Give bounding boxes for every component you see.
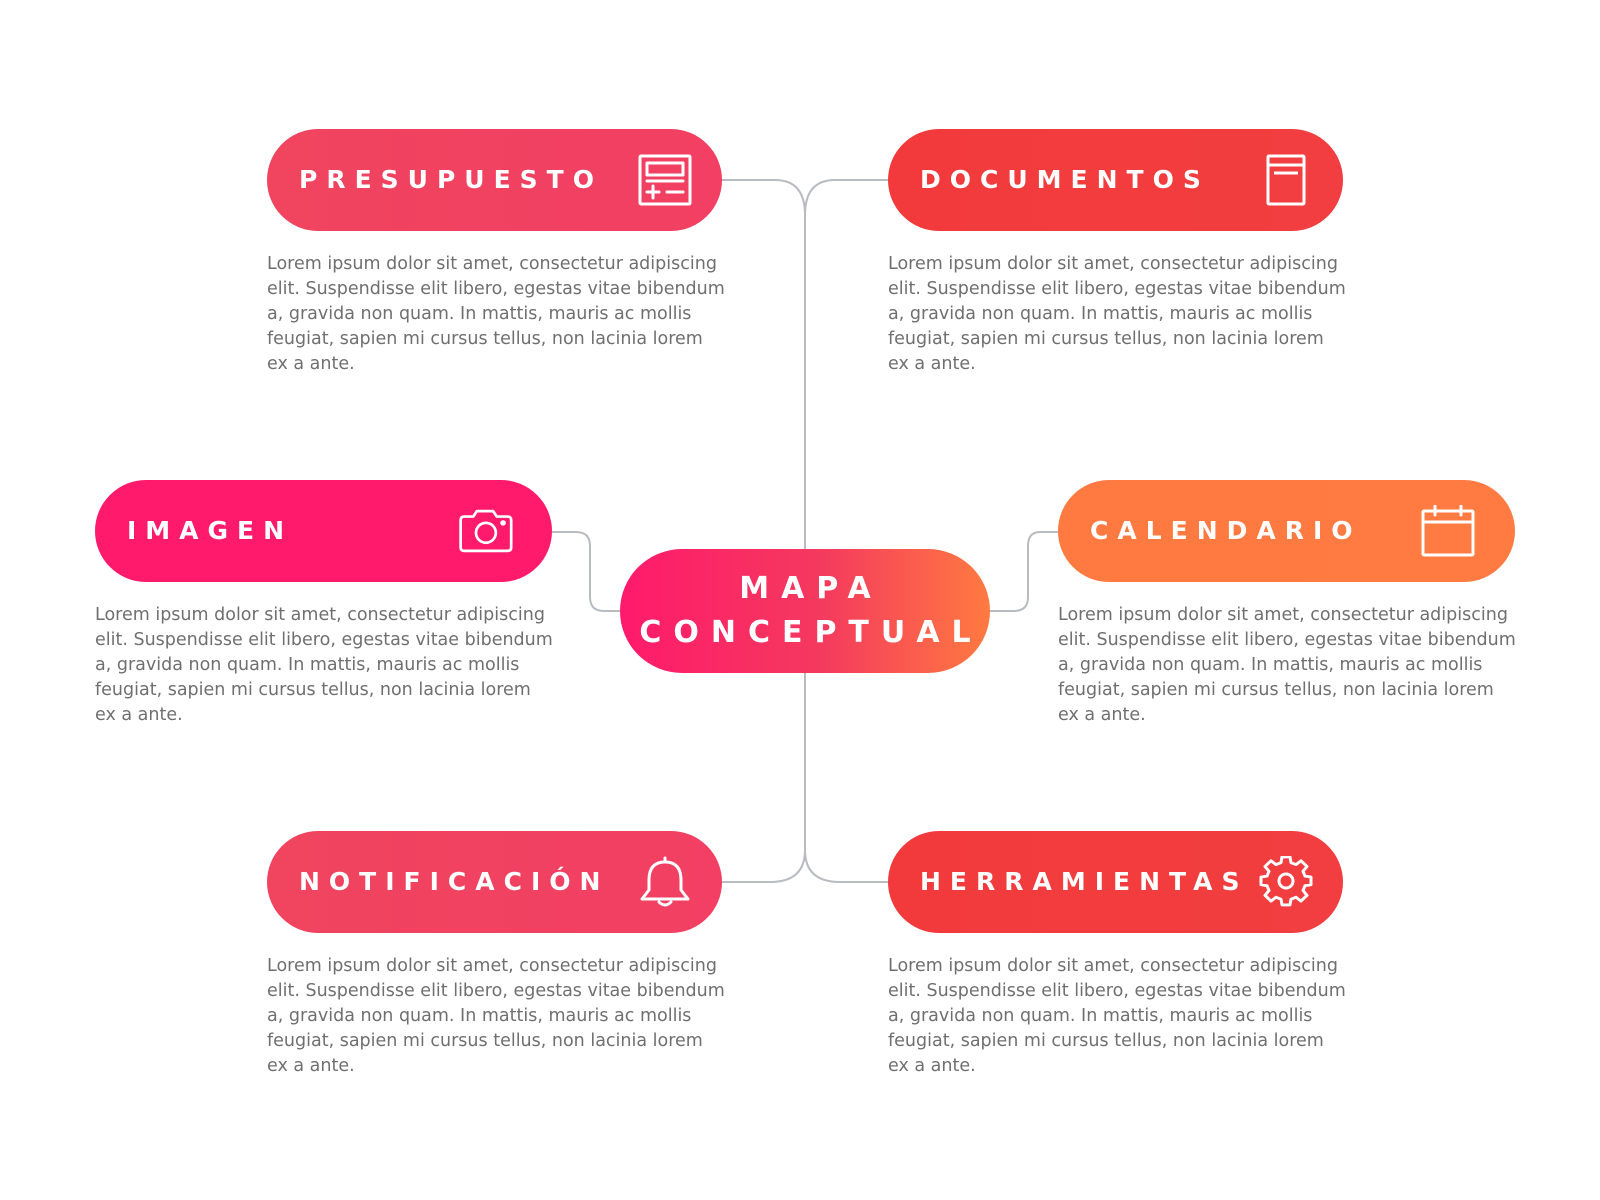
node-presupuesto-description: Lorem ipsum dolor sit amet, consectetur …: [267, 254, 725, 374]
node-herramientas-label: HERRAMIENTAS: [920, 867, 1249, 896]
node-presupuesto-label: PRESUPUESTO: [299, 165, 603, 194]
central-node-title-line2: CONCEPTUAL: [639, 615, 983, 650]
node-imagen-description: Lorem ipsum dolor sit amet, consectetur …: [95, 605, 553, 725]
imagen-connector: [552, 531, 620, 612]
node-notificacion[interactable]: NOTIFICACIÓN: [267, 831, 722, 933]
node-calendario[interactable]: CALENDARIO: [1058, 480, 1515, 582]
calculator-icon: [638, 154, 692, 206]
calendario-connector: [990, 531, 1058, 612]
documentos-connector: [804, 179, 888, 216]
central-node[interactable]: MAPA CONCEPTUAL: [620, 549, 990, 673]
node-presupuesto[interactable]: PRESUPUESTO: [267, 129, 722, 231]
central-node-title-line1: MAPA: [739, 571, 883, 606]
node-imagen[interactable]: IMAGEN: [95, 480, 552, 582]
node-notificacion-description: Lorem ipsum dolor sit amet, consectetur …: [267, 956, 725, 1076]
node-imagen-label: IMAGEN: [127, 516, 294, 545]
presupuesto-connector: [722, 179, 806, 216]
node-calendario-label: CALENDARIO: [1090, 516, 1362, 545]
node-notificacion-label: NOTIFICACIÓN: [299, 867, 610, 896]
gear-icon: [1259, 856, 1313, 907]
herramientas-connector: [804, 849, 888, 883]
node-documentos-label: DOCUMENTOS: [920, 165, 1210, 194]
calendar-icon: [1421, 505, 1475, 557]
bell-icon: [640, 856, 690, 907]
node-herramientas-description: Lorem ipsum dolor sit amet, consectetur …: [888, 956, 1346, 1076]
node-calendario-description: Lorem ipsum dolor sit amet, consectetur …: [1058, 605, 1516, 725]
node-herramientas[interactable]: HERRAMIENTAS: [888, 831, 1343, 933]
node-documentos[interactable]: DOCUMENTOS: [888, 129, 1343, 231]
document-icon: [1266, 154, 1306, 206]
node-documentos-description: Lorem ipsum dolor sit amet, consectetur …: [888, 254, 1346, 374]
notificacion-connector: [722, 849, 806, 883]
camera-icon: [459, 509, 513, 553]
